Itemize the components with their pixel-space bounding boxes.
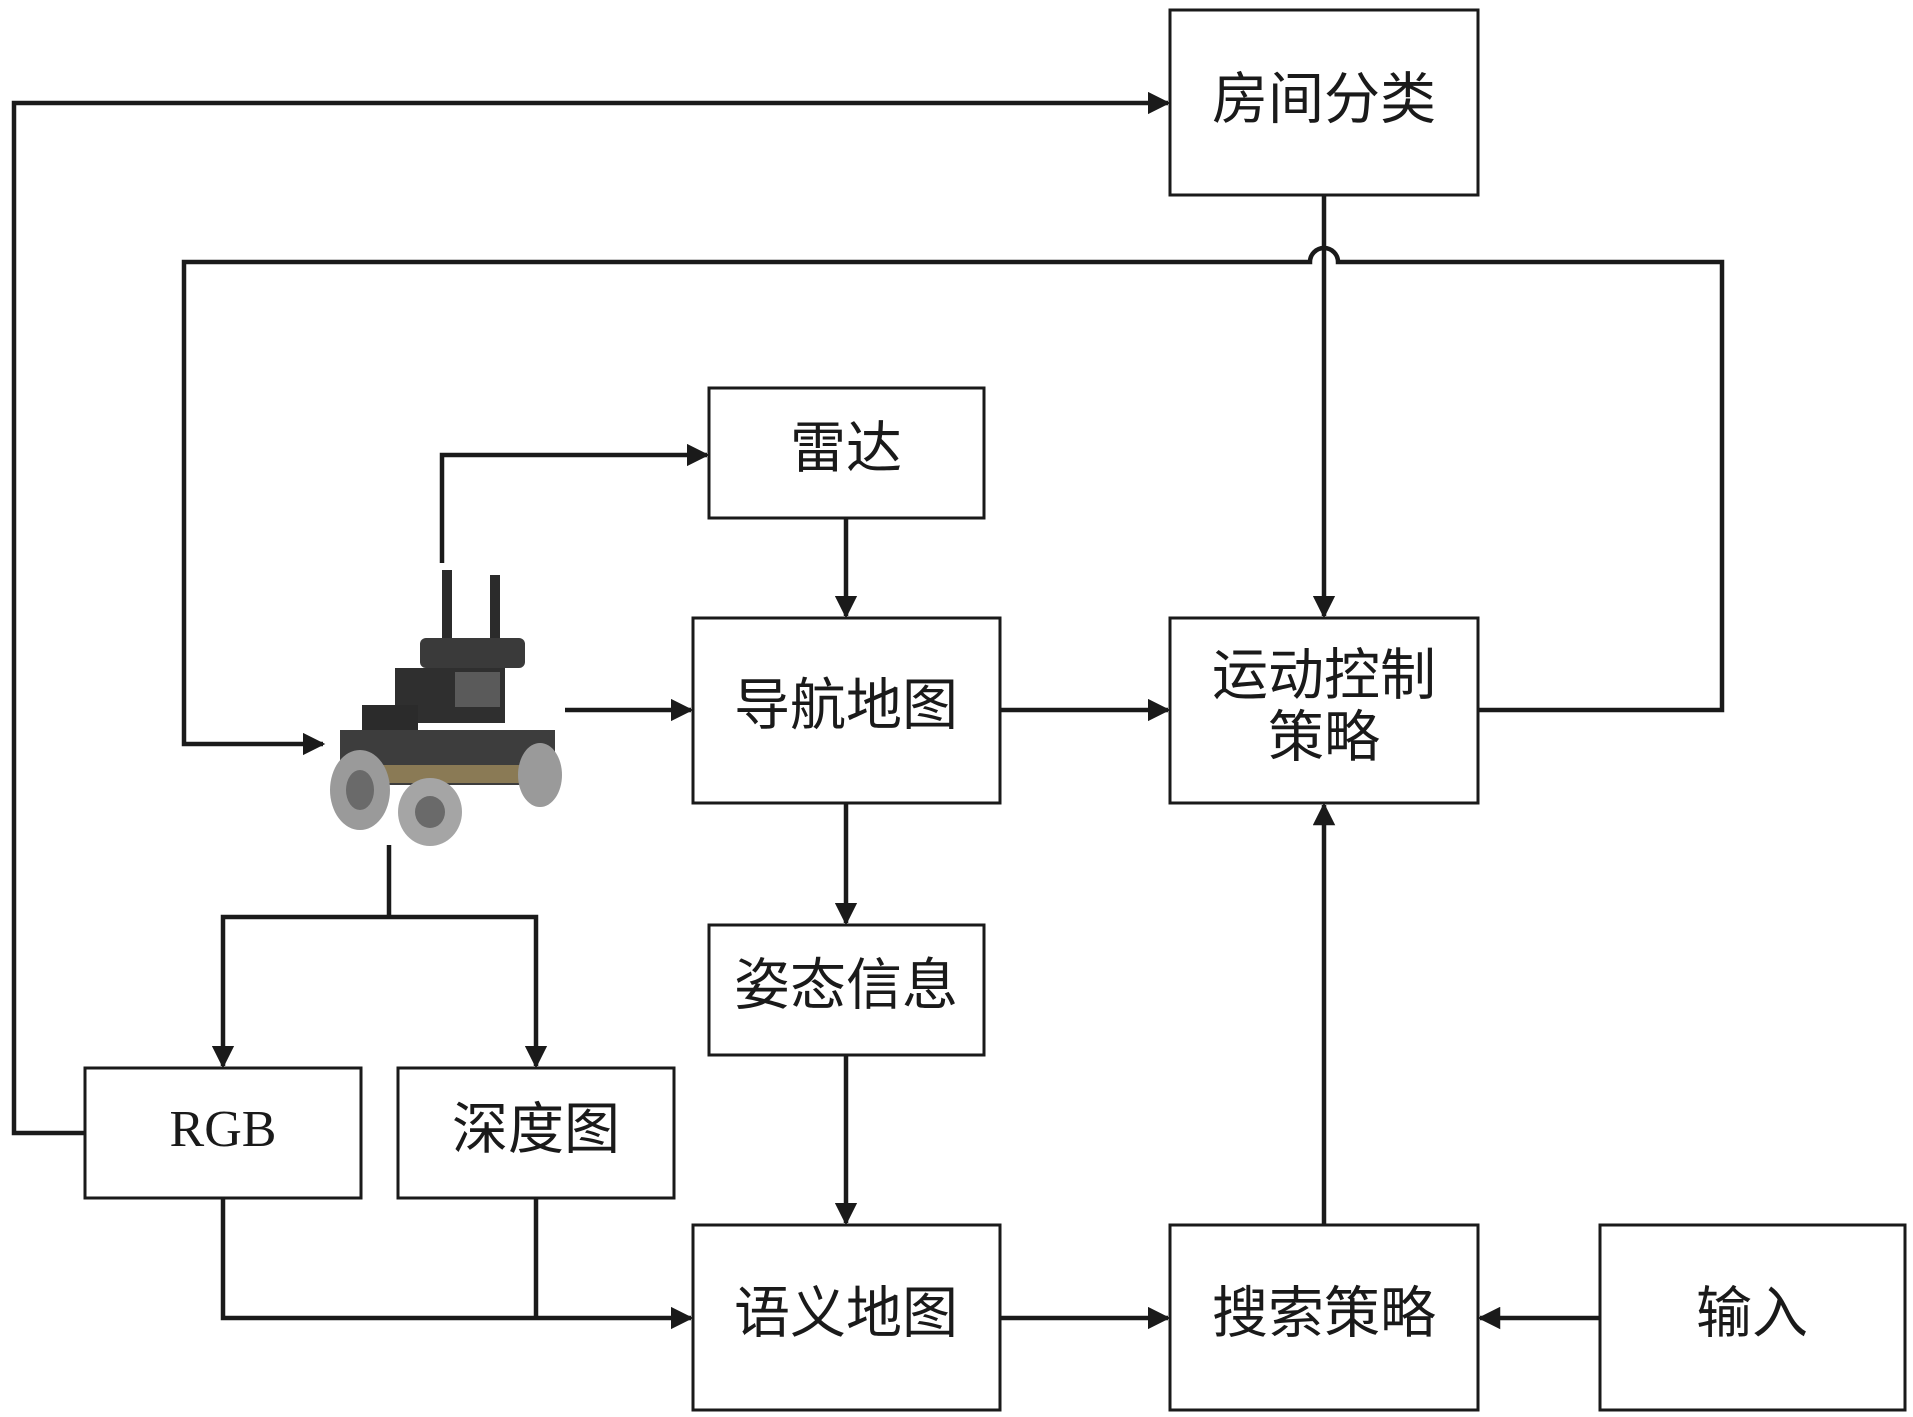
rgb-label: RGB bbox=[170, 1101, 277, 1158]
node-motion-control: 运动控制 策略 bbox=[1168, 616, 1480, 805]
node-depth-map: 深度图 bbox=[396, 1066, 676, 1200]
connector-split-to-depth-map bbox=[389, 914, 548, 1069]
node-room-classification: 房间分类 bbox=[1168, 8, 1480, 197]
connector-rgb-to-room-classification bbox=[11, 91, 1171, 1136]
pose-info-label: 姿态信息 bbox=[734, 954, 958, 1019]
semantic-map-label: 语义地图 bbox=[734, 1282, 958, 1347]
connector-motion-control-to-robot bbox=[181, 245, 1725, 756]
radar-label: 雷达 bbox=[790, 417, 902, 482]
depth-map-label: 深度图 bbox=[452, 1098, 620, 1163]
node-radar: 雷达 bbox=[707, 386, 986, 520]
node-rgb: RGB bbox=[83, 1066, 363, 1200]
room-classification-label: 房间分类 bbox=[1212, 68, 1436, 133]
input-label: 输入 bbox=[1696, 1282, 1808, 1347]
connector-split-to-rgb bbox=[211, 914, 389, 1069]
search-strategy-label: 搜索策略 bbox=[1212, 1282, 1436, 1347]
node-input: 输入 bbox=[1598, 1223, 1907, 1412]
connector-robot-to-radar bbox=[439, 443, 710, 563]
motion-control-label-line2: 策略 bbox=[1268, 706, 1380, 771]
connector-rgb-to-semantic-map bbox=[220, 1198, 694, 1330]
navigation-map-label: 导航地图 bbox=[734, 674, 958, 739]
node-pose-info: 姿态信息 bbox=[707, 923, 986, 1057]
node-search-strategy: 搜索策略 bbox=[1168, 1223, 1480, 1412]
node-semantic-map: 语义地图 bbox=[691, 1223, 1002, 1412]
node-navigation-map: 导航地图 bbox=[691, 616, 1002, 805]
robot-image bbox=[330, 570, 562, 846]
motion-control-label-line1: 运动控制 bbox=[1212, 644, 1436, 709]
